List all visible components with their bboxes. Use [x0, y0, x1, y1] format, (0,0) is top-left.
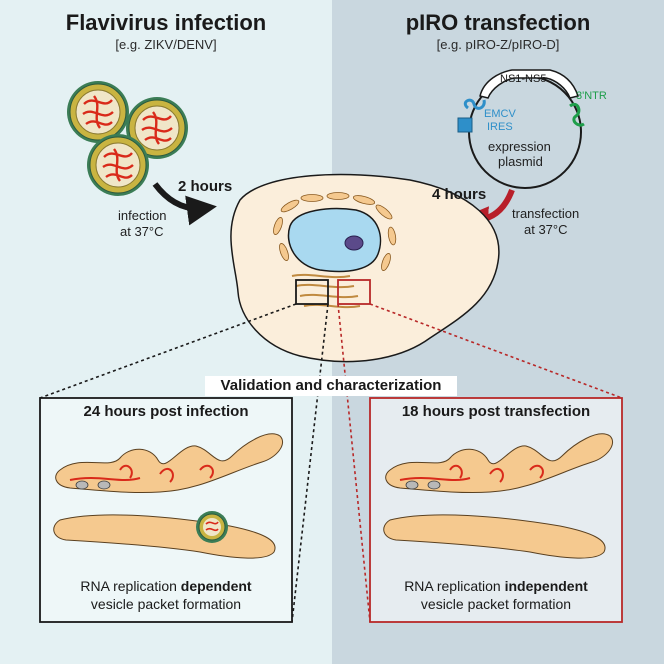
infection-arrow — [152, 182, 217, 226]
zoom-line — [337, 303, 371, 623]
transfection-caption-text: RNA replication — [404, 578, 505, 594]
transfection-duration-label: 4 hours — [432, 186, 487, 203]
infection-caption-text: RNA replication — [80, 578, 181, 594]
plasmid-name-line1: expression — [488, 139, 551, 154]
nucleus — [287, 207, 382, 273]
infection-condition-line1: infection — [118, 208, 167, 223]
plasmid-insert-label: NS1-NS5 — [500, 73, 547, 85]
infection-caption-emphasis: dependent — [180, 578, 252, 594]
transfection-box — [369, 397, 623, 623]
zoom-line — [369, 303, 623, 399]
virion-particle — [67, 81, 129, 143]
transfection-caption-emphasis: independent — [504, 578, 588, 594]
infected-er-cisternae — [53, 433, 284, 559]
endoplasmic-reticulum — [273, 192, 397, 271]
transfection-zoom-box — [337, 279, 371, 305]
infection-box-caption-line2: vesicle packet formation — [90, 596, 242, 612]
nucleolus — [344, 235, 364, 251]
transfection-box-title: 18 hours post transfection — [401, 403, 591, 420]
left-panel-subtitle: [e.g. ZIKV/DENV] — [115, 37, 217, 52]
infection-box — [39, 397, 293, 623]
transfection-condition-line1: transfection — [512, 206, 580, 221]
zoom-line — [291, 303, 329, 623]
infection-condition-line2: at 37°C — [120, 224, 164, 239]
transfected-er-cisternae — [383, 433, 614, 559]
plasmid-utr-label: 3'NTR — [576, 90, 607, 102]
infection-box-title: 24 hours post infection — [83, 403, 249, 420]
right-panel-title: pIRO transfection — [405, 10, 591, 35]
right-panel-subtitle: [e.g. pIRO-Z/pIRO-D] — [436, 37, 560, 52]
plasmid-ires-line1: EMCV — [484, 108, 516, 120]
left-panel-title: Flavivirus infection — [65, 10, 267, 35]
plasmid-ires-line2: IRES — [487, 121, 513, 133]
infection-duration-label: 2 hours — [178, 178, 233, 195]
virion-particle — [87, 134, 149, 196]
expression-plasmid — [457, 69, 585, 189]
infection-box-caption-line1: RNA replication dependent — [40, 578, 292, 594]
plasmid-name-line2: plasmid — [498, 154, 543, 169]
transfection-box-caption-line2: vesicle packet formation — [420, 596, 572, 612]
transfection-condition-line2: at 37°C — [524, 222, 568, 237]
center-label: Validation and characterization — [220, 377, 442, 394]
center-label-background — [205, 376, 457, 396]
transfection-box-caption-line1: RNA replication independent — [370, 578, 622, 594]
assembling-virion — [196, 511, 228, 543]
infection-zoom-box — [295, 279, 329, 305]
virion-particle — [126, 97, 188, 159]
